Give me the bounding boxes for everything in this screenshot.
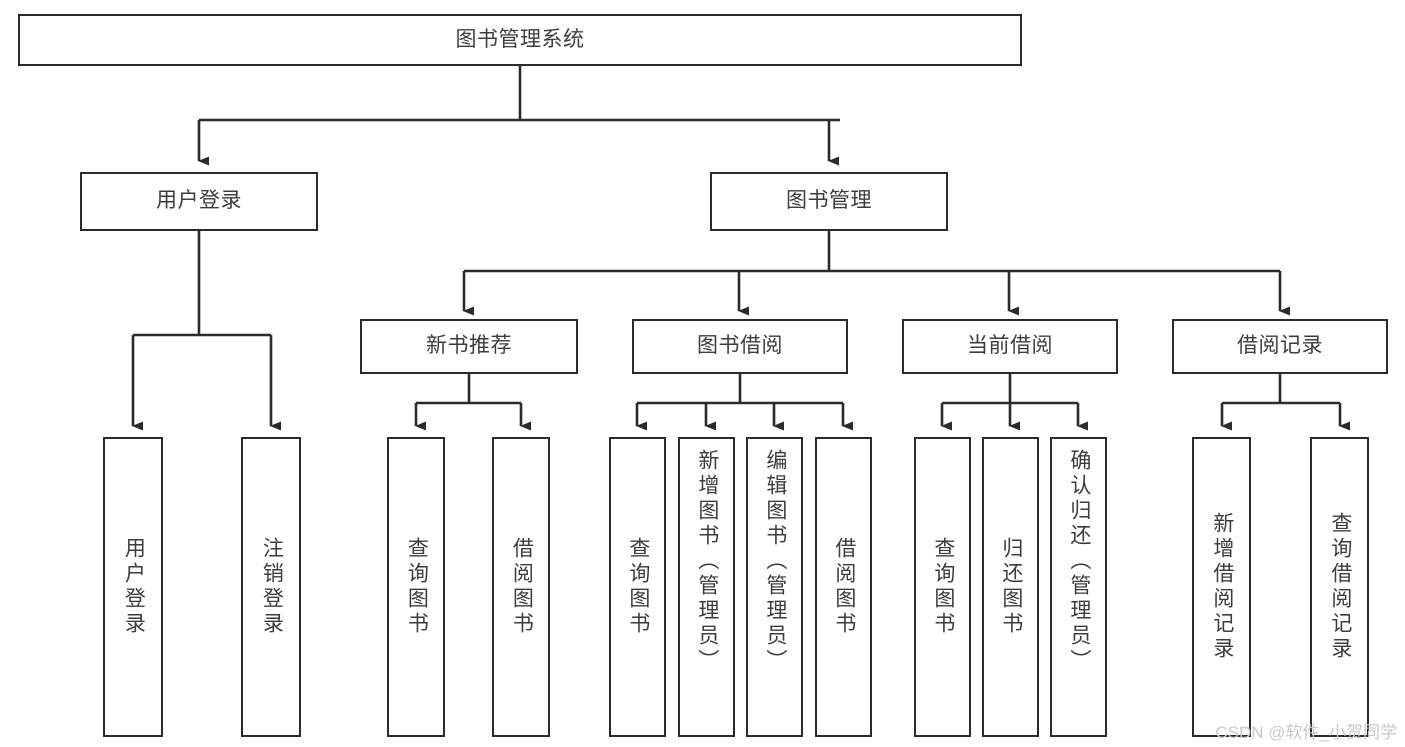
node-leaf-edit-book-label: 编辑图书（管理员）: [763, 449, 787, 674]
node-leaf-borrow-book-1-label: 借阅图书: [510, 537, 534, 637]
node-leaf-add-book[interactable]: 新增图书（管理员）: [678, 437, 735, 737]
node-leaf-add-borrow-record-label: 新增借阅记录: [1210, 512, 1234, 662]
node-borrow-record[interactable]: 借阅记录: [1172, 319, 1388, 374]
node-current-borrow-label: 当前借阅: [967, 334, 1053, 358]
node-root[interactable]: 图书管理系统: [18, 14, 1022, 66]
node-leaf-edit-book[interactable]: 编辑图书（管理员）: [746, 437, 803, 737]
node-leaf-confirm-return[interactable]: 确认归还（管理员）: [1050, 437, 1107, 737]
node-leaf-logout-login-label: 注销登录: [260, 537, 284, 637]
node-leaf-borrow-book-1[interactable]: 借阅图书: [492, 437, 550, 737]
node-leaf-user-login-label: 用户登录: [122, 537, 146, 637]
node-borrow-record-label: 借阅记录: [1237, 334, 1323, 358]
node-leaf-query-borrow-record[interactable]: 查询借阅记录: [1310, 437, 1369, 737]
node-book-borrow[interactable]: 图书借阅: [632, 319, 848, 374]
node-new-book-recommend[interactable]: 新书推荐: [360, 319, 578, 374]
node-leaf-query-book-1-label: 查询图书: [405, 537, 429, 637]
node-root-label: 图书管理系统: [455, 27, 585, 51]
node-leaf-add-book-label: 新增图书（管理员）: [695, 449, 719, 674]
node-leaf-return-book[interactable]: 归还图书: [982, 437, 1039, 737]
node-current-borrow[interactable]: 当前借阅: [902, 319, 1118, 374]
node-leaf-query-book-2[interactable]: 查询图书: [609, 437, 666, 737]
node-leaf-return-book-label: 归还图书: [999, 537, 1023, 637]
node-leaf-confirm-return-label: 确认归还（管理员）: [1067, 449, 1091, 674]
node-leaf-user-login[interactable]: 用户登录: [103, 437, 163, 737]
node-user-login[interactable]: 用户登录: [80, 172, 318, 231]
node-leaf-query-book-1[interactable]: 查询图书: [387, 437, 445, 737]
node-book-borrow-label: 图书借阅: [697, 334, 783, 358]
node-new-book-recommend-label: 新书推荐: [426, 334, 512, 358]
node-book-management-label: 图书管理: [786, 189, 872, 213]
node-user-login-label: 用户登录: [156, 189, 242, 213]
node-leaf-borrow-book-2[interactable]: 借阅图书: [815, 437, 872, 737]
node-leaf-logout-login[interactable]: 注销登录: [241, 437, 301, 737]
node-leaf-query-book-3-label: 查询图书: [931, 537, 955, 637]
node-leaf-query-book-3[interactable]: 查询图书: [914, 437, 971, 737]
node-leaf-query-book-2-label: 查询图书: [626, 537, 650, 637]
node-leaf-query-borrow-record-label: 查询借阅记录: [1328, 512, 1352, 662]
node-leaf-borrow-book-2-label: 借阅图书: [832, 537, 856, 637]
node-book-management[interactable]: 图书管理: [710, 172, 948, 231]
node-leaf-add-borrow-record[interactable]: 新增借阅记录: [1192, 437, 1251, 737]
